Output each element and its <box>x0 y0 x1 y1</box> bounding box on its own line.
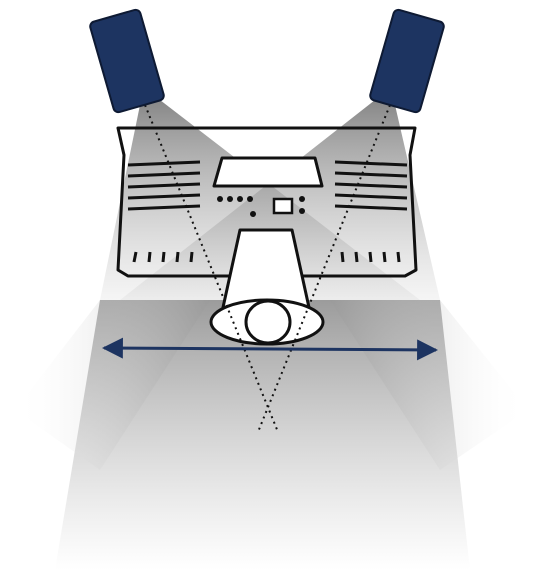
left-speaker <box>89 8 165 114</box>
listener-head <box>244 299 292 345</box>
console-outline <box>116 126 418 278</box>
listening-axis-lines <box>144 104 391 433</box>
left-knobs <box>217 196 256 217</box>
mixing-console <box>116 126 418 278</box>
left-fader-lines <box>127 160 201 211</box>
listener-seat <box>209 228 325 346</box>
right-speaker <box>369 8 445 114</box>
right-tick-marks <box>340 251 401 263</box>
center-button <box>272 197 294 215</box>
sweet-spot-arrow <box>101 337 439 361</box>
right-knobs <box>299 196 305 214</box>
left-tick-marks <box>132 251 194 263</box>
right-fader-lines <box>334 160 408 211</box>
console-display <box>212 156 324 188</box>
